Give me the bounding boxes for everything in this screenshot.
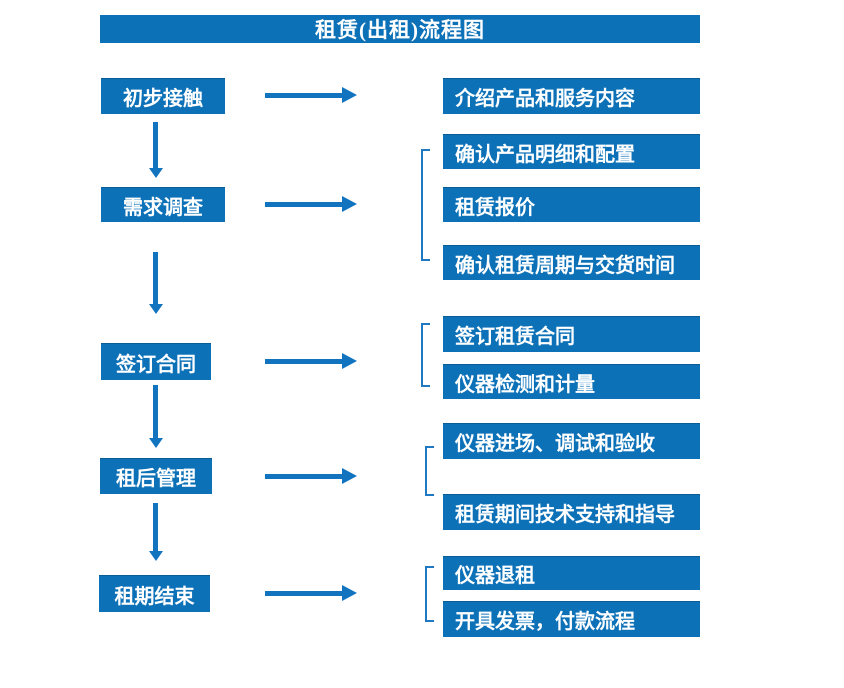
step-box-demand-survey: 需求调查: [101, 187, 225, 222]
down-arrow-head: [149, 304, 163, 314]
right-arrow-head: [342, 353, 357, 369]
output-box-instrument-testing: 仪器检测和计量: [443, 364, 700, 399]
down-arrow-shaft: [153, 122, 158, 168]
right-arrow-head: [342, 87, 357, 103]
output-box-tech-support: 租赁期间技术支持和指导: [443, 494, 700, 530]
right-arrow-1: [265, 87, 357, 103]
right-arrow-3: [265, 353, 357, 369]
right-arrow-4: [265, 468, 357, 484]
right-arrow-shaft: [265, 591, 343, 596]
right-arrow-2: [265, 196, 357, 212]
down-arrow-shaft: [153, 385, 158, 438]
group-bracket-rental-management: [425, 446, 434, 496]
down-arrow-head: [149, 438, 163, 448]
down-arrow-head: [149, 551, 163, 561]
step-box-rental-end: 租期结束: [99, 575, 210, 612]
output-box-confirm-details: 确认产品明细和配置: [443, 134, 700, 169]
down-arrow-head: [149, 168, 163, 178]
output-box-sign-rental-contract: 签订租赁合同: [443, 316, 700, 352]
right-arrow-shaft: [265, 359, 343, 364]
right-arrow-shaft: [265, 93, 343, 98]
group-bracket-sign-contract: [421, 323, 430, 387]
flowchart-title-bar: 租赁(出租)流程图: [100, 15, 700, 43]
output-box-instrument-acceptance: 仪器进场、调试和验收: [443, 423, 700, 459]
group-bracket-rental-end: [425, 566, 434, 622]
output-box-rental-quotation: 租赁报价: [443, 187, 700, 222]
down-arrow-shaft: [153, 252, 158, 304]
output-box-invoice-payment: 开具发票，付款流程: [443, 601, 700, 637]
output-box-instrument-return: 仪器退租: [443, 556, 700, 590]
down-arrow-shaft: [153, 503, 158, 551]
step-box-sign-contract: 签订合同: [101, 343, 211, 380]
right-arrow-head: [342, 196, 357, 212]
group-bracket-demand-survey: [421, 149, 430, 261]
right-arrow-shaft: [265, 474, 343, 479]
down-arrow-4: [149, 503, 163, 561]
output-box-confirm-period: 确认租赁周期与交货时间: [443, 245, 700, 280]
down-arrow-2: [149, 252, 163, 314]
right-arrow-5: [265, 585, 357, 601]
right-arrow-shaft: [265, 202, 343, 207]
down-arrow-3: [149, 385, 163, 448]
right-arrow-head: [342, 468, 357, 484]
step-box-rental-management: 租后管理: [100, 458, 212, 494]
right-arrow-head: [342, 585, 357, 601]
step-box-initial-contact: 初步接触: [101, 78, 225, 114]
output-box-introduce-products: 介绍产品和服务内容: [443, 78, 700, 114]
down-arrow-1: [149, 122, 163, 178]
flowchart-title: 租赁(出租)流程图: [315, 18, 485, 42]
